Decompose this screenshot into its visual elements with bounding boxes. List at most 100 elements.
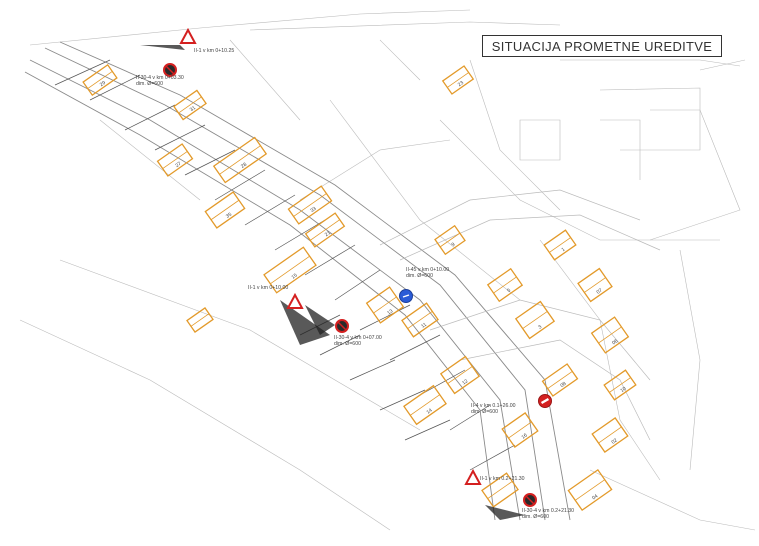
profile-marker <box>304 244 356 276</box>
building-outline <box>365 286 405 324</box>
building <box>481 472 519 508</box>
building-outline <box>403 384 447 426</box>
survey-line <box>29 9 471 46</box>
building-number: 08 <box>559 381 567 389</box>
building-outline <box>401 302 439 338</box>
building-number: 16 <box>521 432 529 440</box>
building-outline <box>501 412 539 448</box>
building: 29 <box>82 63 118 97</box>
survey-line <box>599 87 701 151</box>
profile-marker <box>319 334 361 356</box>
sign-dimension-label: dim. Ø=600 <box>136 81 163 87</box>
survey-line <box>19 319 391 531</box>
profile-markers <box>54 59 516 471</box>
survey-line <box>229 39 301 121</box>
survey-line <box>560 59 741 67</box>
building-number: 5 <box>506 287 512 294</box>
plan-title: SITUACIJA PROMETNE UREDITVE <box>482 35 722 57</box>
building-number: 10 <box>619 386 627 394</box>
building-ridge <box>522 311 548 329</box>
building-ridge <box>410 394 440 416</box>
sign-label: II-30-4 v km 0+03.30 <box>136 75 184 81</box>
building-number: 31 <box>189 105 197 113</box>
warning-triangle-icon <box>179 27 197 44</box>
profile-marker <box>154 124 206 151</box>
building-number: 02 <box>611 437 619 445</box>
building-ridge <box>439 232 461 248</box>
building: 27 <box>156 143 194 177</box>
building: 31 <box>173 89 207 121</box>
sign-label: II-30-4 v km 0.2+21.30 <box>522 508 574 514</box>
profile-marker <box>184 149 236 176</box>
building-outline <box>304 212 346 248</box>
building-ridge <box>487 481 513 499</box>
building-number: 23 <box>457 80 465 88</box>
building: 10 <box>603 369 637 401</box>
survey-line <box>589 469 756 531</box>
building-outline <box>543 229 577 261</box>
building-number: 14 <box>426 407 434 415</box>
building-number: 35 <box>225 212 233 220</box>
survey-line <box>99 119 201 201</box>
building-ridge <box>598 326 622 344</box>
building-ridge <box>575 479 605 501</box>
building-number: 13 <box>386 308 394 316</box>
building-outline <box>434 224 466 256</box>
sign-dimension-label: dim. Ø=600 <box>471 409 498 415</box>
building: 07 <box>577 267 613 303</box>
building-outline <box>590 316 630 354</box>
survey-line <box>469 59 561 211</box>
profile-marker <box>54 59 111 86</box>
building-ridge <box>219 145 261 175</box>
warning-triangle-icon <box>464 468 482 485</box>
profile-marker <box>404 419 451 441</box>
hatched-areas <box>140 45 525 520</box>
building: 21 <box>304 212 346 248</box>
building-outline <box>577 267 613 303</box>
sign-arrow <box>402 294 410 298</box>
building: 3 <box>514 300 556 340</box>
building-number: 11 <box>420 322 428 330</box>
sign-label: II-1 v km 0+10.00 <box>248 285 288 291</box>
building-number: 12 <box>461 378 469 386</box>
building-outline <box>439 355 481 395</box>
building: 14 <box>403 384 447 426</box>
building-ridge <box>493 276 517 294</box>
survey-line <box>439 119 720 241</box>
building-outline <box>591 417 629 453</box>
sign-label: II-1 v km 0+10.25 <box>194 48 234 54</box>
building-ridge <box>310 219 340 241</box>
warning-triangle-icon <box>286 292 304 309</box>
building-number: 27 <box>174 161 182 169</box>
building: 11 <box>401 302 439 338</box>
survey-line <box>59 259 421 431</box>
hatched-area <box>485 505 525 520</box>
profile-marker <box>449 404 491 431</box>
building-number: 06 <box>611 338 619 346</box>
profile-marker <box>89 74 141 101</box>
building-ridge <box>508 421 532 439</box>
building-ridge <box>178 96 202 114</box>
building-ridge <box>190 313 210 327</box>
sign-label: II-4 v km 0.1+26.00 <box>471 403 516 409</box>
building-number: 29 <box>99 80 107 88</box>
hatched-area <box>140 45 185 50</box>
sign-label: II-1 v km 0.2+21.30 <box>480 476 525 482</box>
survey-line <box>600 119 641 180</box>
building-number: 3 <box>537 324 543 331</box>
building: 06 <box>590 316 630 354</box>
building-outline <box>541 363 579 397</box>
building-ridge <box>609 377 631 393</box>
building: 5 <box>486 267 524 303</box>
building-ridge <box>549 237 571 253</box>
building: 13 <box>365 286 405 324</box>
survey-line <box>699 59 746 71</box>
building-ridge <box>584 277 606 293</box>
road-edge-line <box>459 339 651 441</box>
hatched-area <box>280 300 330 345</box>
survey-line <box>679 249 701 471</box>
building-outline <box>567 468 613 512</box>
building-number: 07 <box>596 287 604 295</box>
